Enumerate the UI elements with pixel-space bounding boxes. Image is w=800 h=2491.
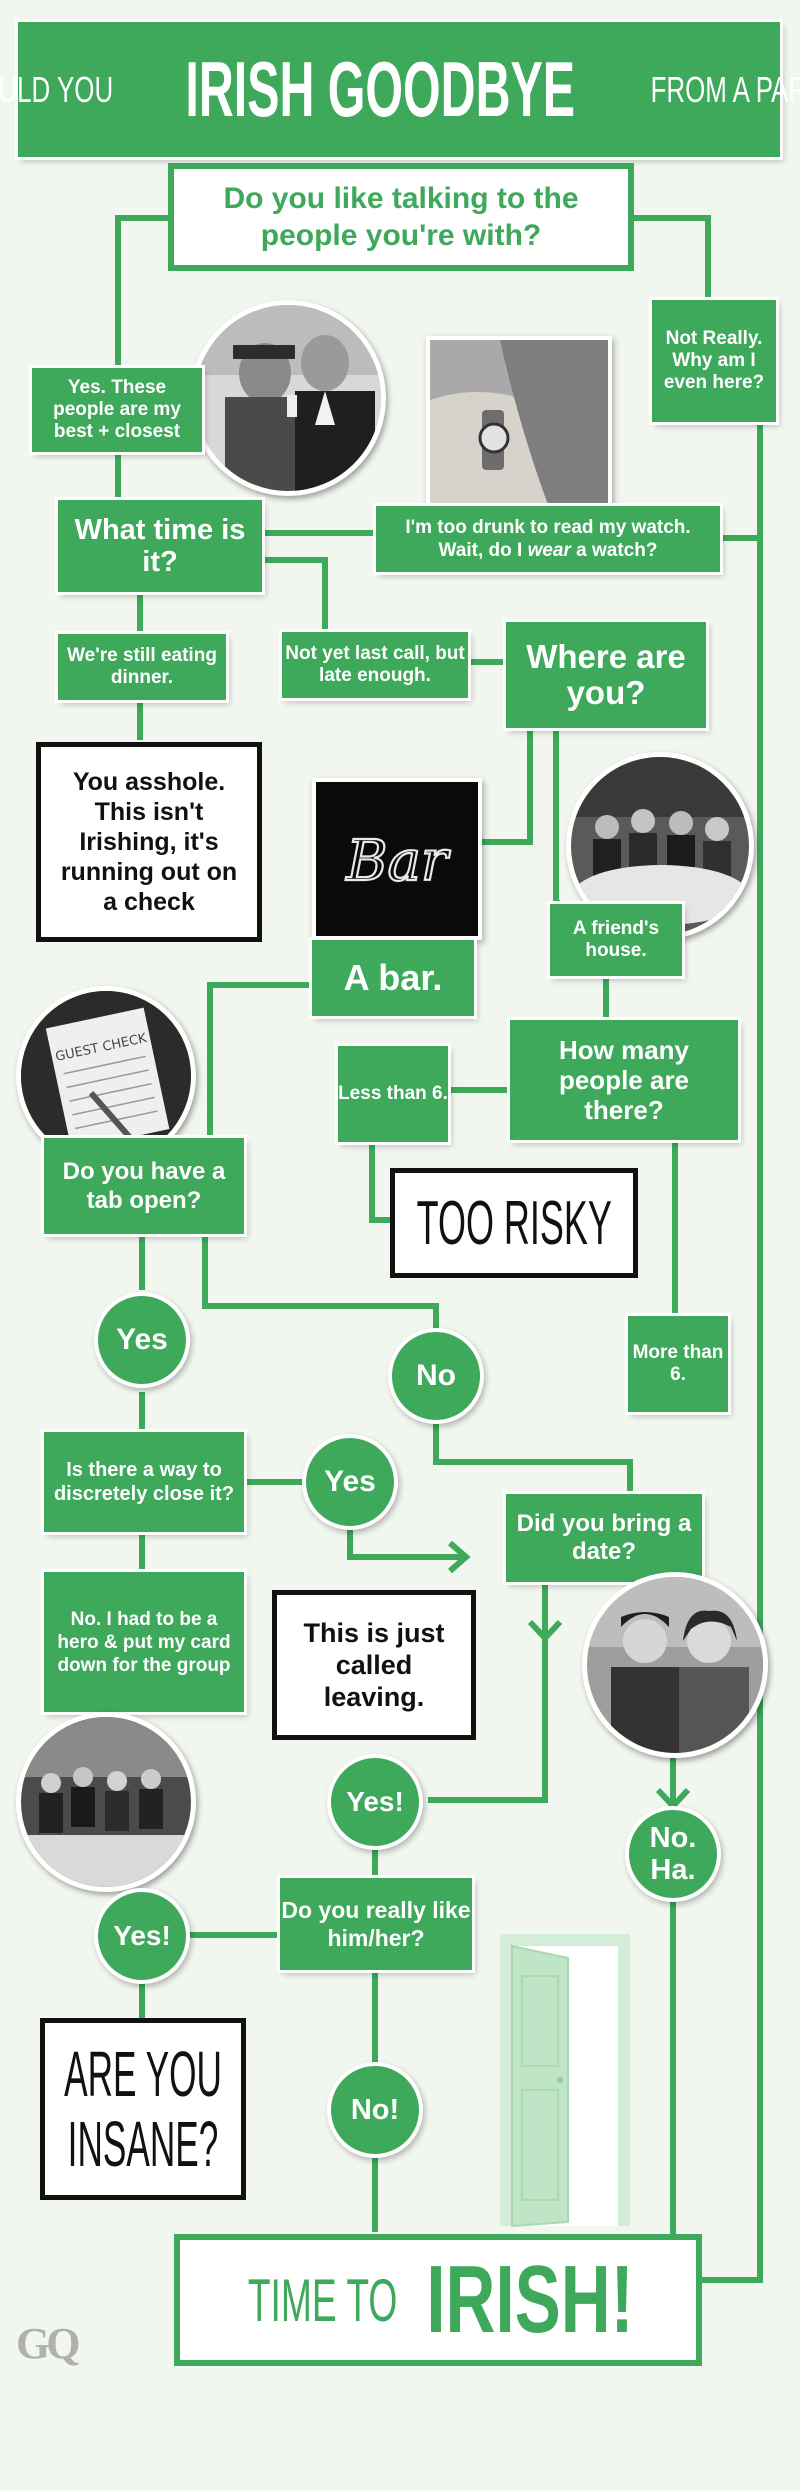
hero-card-down: No. I had to be a hero & put my card dow… bbox=[44, 1572, 244, 1712]
line-start-to-yes bbox=[115, 215, 170, 368]
photo-men-toasting bbox=[190, 300, 386, 496]
title-part3: FROM A PARTY? bbox=[650, 68, 800, 110]
are-you-insane-outcome: ARE YOU INSANE? bbox=[40, 2018, 246, 2200]
how-many-people: How many people are there? bbox=[510, 1020, 738, 1140]
start-question: Do you like talking to the people you're… bbox=[168, 163, 634, 271]
really-like-question: Do you really like him/her? bbox=[280, 1878, 472, 1970]
yes-really-circle: Yes! bbox=[94, 1888, 190, 1984]
what-time-question: What time is it? bbox=[58, 500, 262, 592]
too-risky-outcome: TOO RISKY bbox=[390, 1168, 638, 1278]
door-illustration bbox=[494, 1930, 636, 2230]
no-ha-circle: No. Ha. bbox=[625, 1806, 721, 1902]
yes-discrete-circle: Yes bbox=[302, 1434, 398, 1530]
photo-bar-crowd bbox=[16, 1712, 196, 1892]
tab-open-question: Do you have a tab open? bbox=[44, 1138, 244, 1234]
no-tab-circle: No bbox=[388, 1328, 484, 1424]
guest-check-icon: GUEST CHECK bbox=[21, 991, 191, 1161]
title-banner: SHOULD YOU IRISH GOODBYE FROM A PARTY? bbox=[0, 22, 800, 157]
asshole-outcome: You asshole. This isn't Irishing, it's r… bbox=[36, 742, 262, 942]
bar-crowd-icon bbox=[21, 1717, 191, 1887]
friends-house: A friend's house. bbox=[550, 904, 682, 976]
discretely-close-question: Is there a way to discretely close it? bbox=[44, 1432, 244, 1532]
photo-guest-check: GUEST CHECK bbox=[16, 986, 196, 1166]
more-than-6: More than 6. bbox=[628, 1316, 728, 1412]
a-bar: A bar. bbox=[312, 940, 474, 1016]
title-part1: SHOULD YOU bbox=[0, 68, 113, 110]
where-are-you: Where are you? bbox=[506, 622, 706, 728]
gq-logo: GQ bbox=[16, 2319, 80, 2368]
less-than-6: Less than 6. bbox=[338, 1046, 448, 1142]
too-drunk-watch: I'm too drunk to read my watch. Wait, do… bbox=[376, 506, 720, 572]
not-last-call: Not yet last call, but late enough. bbox=[282, 632, 468, 698]
just-leaving-outcome: This is just called leaving. bbox=[272, 1590, 476, 1740]
no-really-circle: No! bbox=[327, 2062, 423, 2158]
still-eating-dinner: We're still eating dinner. bbox=[58, 634, 226, 700]
yes-tab-circle: Yes bbox=[94, 1292, 190, 1388]
yes-date-circle: Yes! bbox=[327, 1754, 423, 1850]
bring-date-question: Did you bring a date? bbox=[506, 1494, 702, 1582]
yes-best-friends: Yes. These people are my best + closest bbox=[32, 368, 202, 452]
not-really: Not Really. Why am I even here? bbox=[652, 300, 776, 422]
photo-couple bbox=[582, 1572, 768, 1758]
men-toasting-icon bbox=[195, 305, 381, 491]
watch-photo-icon bbox=[430, 340, 608, 510]
neon-bar-text: Bar bbox=[345, 829, 451, 894]
time-to-irish-end: TIME TO IRISH! bbox=[174, 2234, 702, 2366]
title-part2: IRISH GOODBYE bbox=[185, 45, 576, 133]
neon-bar-sign-icon: Bar bbox=[316, 782, 478, 936]
watch-photo bbox=[426, 336, 612, 514]
door-icon bbox=[500, 1934, 630, 2228]
couple-icon bbox=[587, 1577, 763, 1753]
bar-neon-photo: Bar bbox=[312, 778, 482, 940]
